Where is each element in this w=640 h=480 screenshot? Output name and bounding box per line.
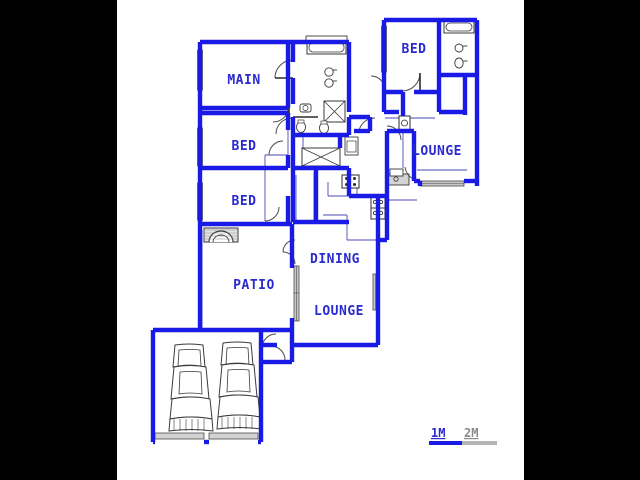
sanitary-fittings — [293, 20, 475, 167]
toilet-main-ensuite — [296, 119, 306, 133]
bathtub-main-ensuite — [305, 35, 348, 55]
bathtub-family — [301, 147, 341, 167]
room-label-lounge-right: LOUNGE — [412, 144, 462, 159]
basin-main-ensuite-1 — [324, 67, 337, 77]
room-label-lounge-main: LOUNGE — [314, 304, 364, 319]
scale-bar-segment-2m — [462, 441, 497, 445]
room-label-bed-mid: BED — [232, 139, 257, 154]
garage-door-left — [154, 432, 205, 440]
shower-cubicle-passage — [344, 136, 359, 156]
room-label-dining: DINING — [310, 252, 360, 267]
bathtub-bed-top-ensuite — [443, 20, 475, 34]
basin-bathroom-main — [293, 103, 318, 118]
room-label-main: MAIN — [227, 73, 260, 88]
basin-main-ensuite-2 — [324, 78, 337, 88]
floorplan-canvas: MAIN BED BED BED LOUNGE DINING PATIO LOU… — [117, 0, 524, 480]
floorplan-drawing: MAIN BED BED BED LOUNGE DINING PATIO LOU… — [150, 17, 497, 445]
room-label-group: MAIN BED BED BED LOUNGE DINING PATIO LOU… — [227, 42, 462, 319]
garage-door-right — [208, 432, 259, 440]
scale-label-1m: 1M — [431, 426, 445, 440]
basin-bed-top-ensuite — [454, 43, 468, 53]
scale-bar: 1M 2M — [429, 426, 497, 445]
car-right — [216, 341, 262, 430]
room-label-bed-top: BED — [402, 42, 427, 57]
appliance-washer — [398, 115, 411, 131]
shower-main-ensuite — [323, 100, 346, 123]
kitchen-fittings — [341, 115, 411, 220]
braai-fireplace — [203, 227, 239, 243]
room-label-bed-low: BED — [232, 194, 257, 209]
scale-bar-segment-1m — [429, 441, 462, 445]
toilet-bed-top-ensuite — [454, 57, 468, 69]
sliding-door-patio — [293, 265, 300, 322]
toilet-family-bathroom — [319, 120, 329, 134]
scale-label-2m: 2M — [464, 426, 478, 440]
car-left — [168, 343, 214, 432]
room-label-patio: PATIO — [233, 278, 275, 293]
wall-group — [150, 17, 480, 445]
window-lounge-right — [419, 180, 465, 187]
